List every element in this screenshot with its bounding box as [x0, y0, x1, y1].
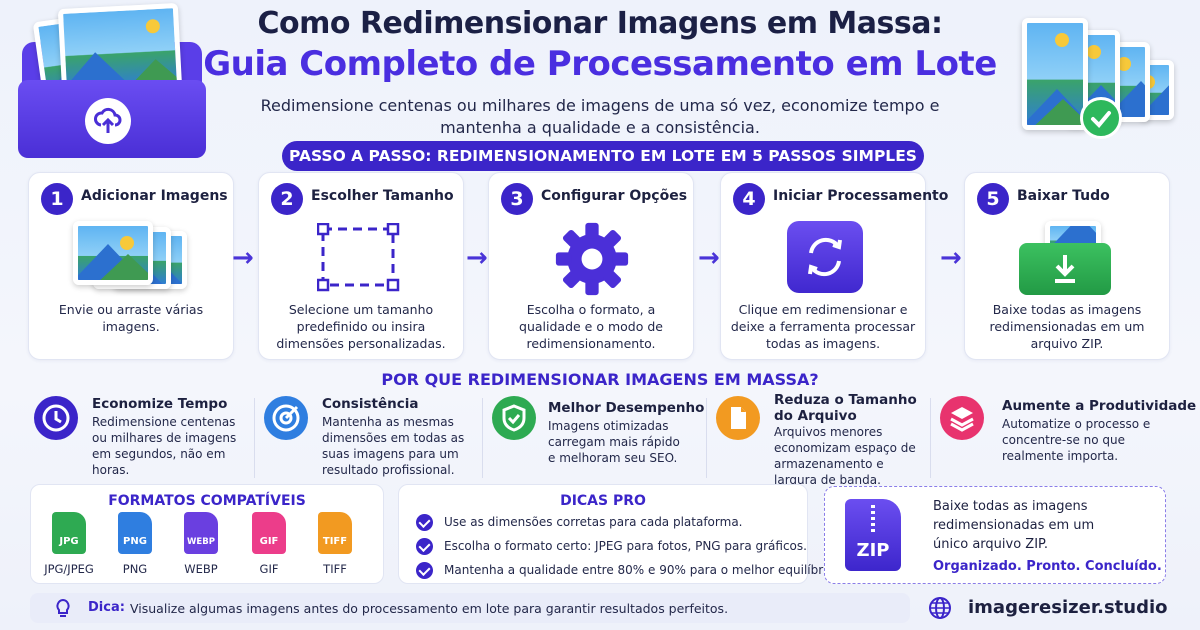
- step-description: Escolha o formato, a qualidade e o modo …: [519, 302, 663, 351]
- why-item-title: Melhor Desempenho: [548, 400, 705, 416]
- step-number: 3: [501, 183, 533, 215]
- download-folder-icon: [1019, 221, 1111, 295]
- arrow-right-icon: →: [940, 243, 962, 273]
- format-label: GIF: [259, 562, 279, 576]
- format-jpg: JPG JPG/JPEG: [38, 512, 100, 576]
- step-card-5: 5 Baixar Tudo Baixe todas as imagens red…: [964, 172, 1170, 360]
- clock-icon: [34, 396, 78, 440]
- webp-file-icon: WEBP: [184, 512, 218, 554]
- step-number: 1: [41, 183, 73, 215]
- divider: [482, 398, 483, 478]
- step-title: Configurar Opções: [541, 188, 688, 204]
- step-number: 2: [271, 183, 303, 215]
- target-icon: [264, 396, 308, 440]
- format-webp: WEBP WEBP: [170, 512, 232, 576]
- format-tiff: TIFF TIFF: [304, 512, 366, 576]
- upload-icon: [85, 98, 131, 144]
- shield-check-icon: [492, 396, 536, 440]
- brand-link[interactable]: imageresizer.studio: [968, 597, 1168, 618]
- why-item-title: Reduza o Tamanho do Arquivo: [774, 392, 917, 424]
- arrow-right-icon: →: [232, 243, 254, 273]
- why-item-text: Automatize o processo e concentre-se no …: [1002, 417, 1151, 463]
- refresh-icon: [787, 221, 863, 293]
- file-icon: [716, 396, 760, 440]
- divider: [930, 398, 931, 478]
- tips-title: DICAS PRO: [560, 493, 646, 509]
- lightbulb-icon: [56, 598, 70, 617]
- why-section-title: POR QUE REDIMENSIONAR IMAGENS EM MASSA?: [381, 370, 819, 389]
- images-icon: [73, 221, 193, 297]
- page-subtitle: Redimensione centenas ou milhares de ima…: [260, 96, 940, 137]
- step-card-1: 1 Adicionar Imagens Envie ou arraste vár…: [28, 172, 234, 360]
- jpg-file-icon: JPG: [52, 512, 86, 554]
- step-title: Adicionar Imagens: [81, 188, 228, 204]
- footer-label: Dica:: [88, 600, 125, 615]
- format-png: PNG PNG: [104, 512, 166, 576]
- tips-panel: DICAS PRO: [398, 484, 808, 584]
- gif-file-icon: GIF: [252, 512, 286, 554]
- steps-banner: PASSO A PASSO: REDIMENSIONAMENTO EM LOTE…: [282, 141, 924, 171]
- page-title-line1: Como Redimensionar Imagens em Massa:: [257, 6, 943, 41]
- footer-tip: Dica: Visualize algumas imagens antes do…: [30, 593, 910, 623]
- step-description: Envie ou arraste várias imagens.: [58, 302, 204, 334]
- format-label: TIFF: [323, 562, 347, 576]
- globe-icon: [929, 597, 951, 619]
- gear-icon: [555, 222, 629, 296]
- why-item-title: Aumente a Produtividade: [1002, 398, 1197, 414]
- why-item-title: Economize Tempo: [92, 396, 228, 412]
- arrow-right-icon: →: [698, 243, 720, 273]
- check-icon: [1080, 97, 1122, 139]
- format-gif: GIF GIF: [238, 512, 300, 576]
- why-item-title: Consistência: [322, 396, 419, 412]
- why-item-text: Redimensione centenas ou milhares de ima…: [92, 415, 237, 477]
- zip-panel: ZIP Baixe todas as imagens redimensionad…: [824, 486, 1166, 584]
- png-file-icon: PNG: [118, 512, 152, 554]
- why-item-text: Imagens otimizadas carregam mais rápido …: [548, 419, 680, 465]
- zip-text: Baixe todas as imagens redimensionadas e…: [933, 499, 1095, 552]
- step-card-4: 4 Iniciar Processamento Clique em redime…: [720, 172, 948, 360]
- check-circle-icon: [416, 514, 433, 531]
- step-title: Escolher Tamanho: [311, 188, 454, 204]
- format-label: JPG/JPEG: [44, 562, 94, 576]
- step-card-2: 2 Escolher Tamanho Selecione um tamanho …: [258, 172, 464, 360]
- layers-icon: [940, 396, 984, 440]
- check-circle-icon: [416, 562, 433, 579]
- step-card-3: 3 Configurar Opções Escolha o formato, a…: [488, 172, 694, 360]
- arrow-right-icon: →: [466, 243, 488, 273]
- step-number: 5: [977, 183, 1009, 215]
- check-circle-icon: [416, 538, 433, 555]
- divider: [706, 398, 707, 478]
- format-label: PNG: [122, 562, 148, 576]
- why-item-text: Arquivos menores economizam espaço de ar…: [774, 425, 916, 487]
- formats-title: FORMATOS COMPATÍVEIS: [108, 493, 306, 509]
- page-title-line2: Guia Completo de Processamento em Lote: [203, 44, 997, 84]
- step-title: Iniciar Processamento: [773, 188, 949, 204]
- step-description: Baixe todas as imagens redimensionadas e…: [989, 302, 1145, 351]
- step-description: Clique em redimensionar e deixe a ferram…: [730, 302, 916, 351]
- photo-icon: [1022, 18, 1088, 130]
- format-label: WEBP: [184, 562, 218, 576]
- step-description: Selecione um tamanho predefinido ou insi…: [276, 302, 446, 351]
- step-title: Baixar Tudo: [1017, 188, 1110, 204]
- zip-file-icon: ZIP: [845, 499, 901, 571]
- tiff-file-icon: TIFF: [318, 512, 352, 554]
- zip-tagline: Organizado. Pronto. Concluído.: [933, 559, 1162, 574]
- divider: [254, 398, 255, 478]
- step-number: 4: [733, 183, 765, 215]
- resize-icon: [317, 223, 400, 292]
- footer-text: Visualize algumas imagens antes do proce…: [130, 601, 729, 616]
- why-item-text: Mantenha as mesmas dimensões em todas as…: [322, 415, 465, 477]
